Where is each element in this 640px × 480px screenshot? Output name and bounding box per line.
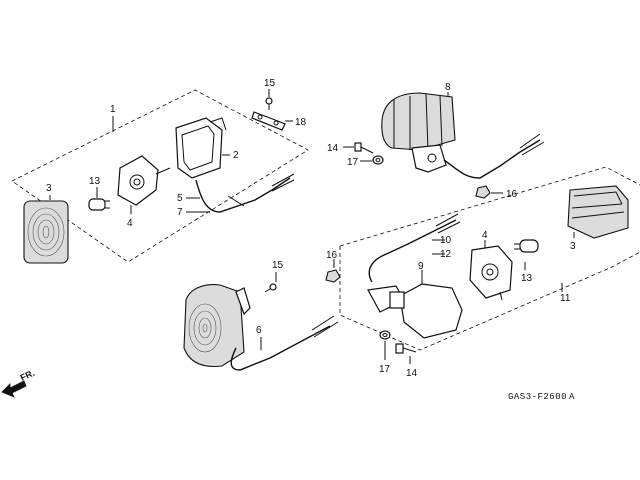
lower-left-signal-assembly: 15 6 <box>183 260 339 371</box>
callout-7: 7 <box>177 207 183 218</box>
washer-part-17-upper <box>372 155 384 165</box>
group-outline-upper-left <box>11 89 309 263</box>
callout-11: 11 <box>560 293 571 304</box>
signal-part-6 <box>183 284 339 371</box>
washer-part-17-lower <box>379 330 391 340</box>
callout-13-right: 13 <box>521 273 533 284</box>
callout-17-lower: 17 <box>379 364 391 375</box>
lens-part-3-right <box>567 185 629 239</box>
callout-10: 10 <box>440 235 452 246</box>
bolt-part-14-lower <box>395 343 417 354</box>
nut-part-16-lower <box>325 269 341 283</box>
drawing-revision-text: A <box>569 392 575 402</box>
callout-12: 12 <box>440 249 452 260</box>
callout-15-top: 15 <box>264 78 276 89</box>
bulb-part-13 <box>88 198 110 211</box>
upper-right-signal-assembly: 8 14 17 16 <box>327 82 545 200</box>
signal-part-8 <box>381 92 545 179</box>
callout-13: 13 <box>89 176 101 187</box>
lens-part-3 <box>23 200 69 264</box>
callout-4: 4 <box>127 218 133 229</box>
callout-2: 2 <box>233 150 239 161</box>
callout-14-upper: 14 <box>327 143 339 154</box>
group-outline-lower-right-top <box>339 166 640 247</box>
callout-17-upper: 17 <box>347 157 359 168</box>
callout-1: 1 <box>110 104 116 115</box>
front-arrow-icon <box>1 380 27 398</box>
bracket-assembly-top: 15 18 <box>251 78 307 131</box>
drawing-code-text: GAS3-F2600 <box>508 392 567 402</box>
screw-part-15 <box>265 97 273 110</box>
callout-14-lower: 14 <box>406 368 418 379</box>
bracket-part-18 <box>251 111 286 131</box>
callout-15-lower: 15 <box>272 260 284 271</box>
callout-5: 5 <box>177 193 183 204</box>
callout-9: 9 <box>418 261 424 272</box>
front-label: FR. <box>19 368 36 383</box>
callout-16-upper: 16 <box>506 189 518 200</box>
callout-8: 8 <box>445 82 451 93</box>
callout-16-lower: 16 <box>326 250 338 261</box>
harness-5-7 <box>195 177 291 213</box>
harness-10-12 <box>368 219 457 283</box>
callout-18: 18 <box>295 117 307 128</box>
drawing-code: GAS3-F2600 A <box>508 392 575 402</box>
lower-right-assembly: 4 3 9 10 11 12 13 16 17 14 <box>325 166 640 379</box>
nut-part-16-upper <box>475 185 491 199</box>
front-direction-indicator: FR. <box>1 368 36 398</box>
callout-6: 6 <box>256 325 262 336</box>
harness-wire-ends-right <box>435 213 461 234</box>
socket-part-4 <box>117 155 171 206</box>
socket-part-4-right <box>469 245 513 301</box>
housing-part-2 <box>175 117 227 179</box>
callout-3: 3 <box>46 183 52 194</box>
signal-part-9 <box>367 283 463 339</box>
callout-3-right: 3 <box>570 241 576 252</box>
harness-wire-ends <box>271 173 295 192</box>
screw-part-15-lower <box>264 283 277 293</box>
upper-left-assembly: 1 2 3 4 5 7 13 <box>11 89 309 264</box>
group-outline-lower-right-bottom <box>339 246 640 351</box>
bolt-part-14-upper <box>354 142 374 154</box>
bulb-part-13-right <box>514 239 539 253</box>
callout-4-right: 4 <box>482 230 488 241</box>
